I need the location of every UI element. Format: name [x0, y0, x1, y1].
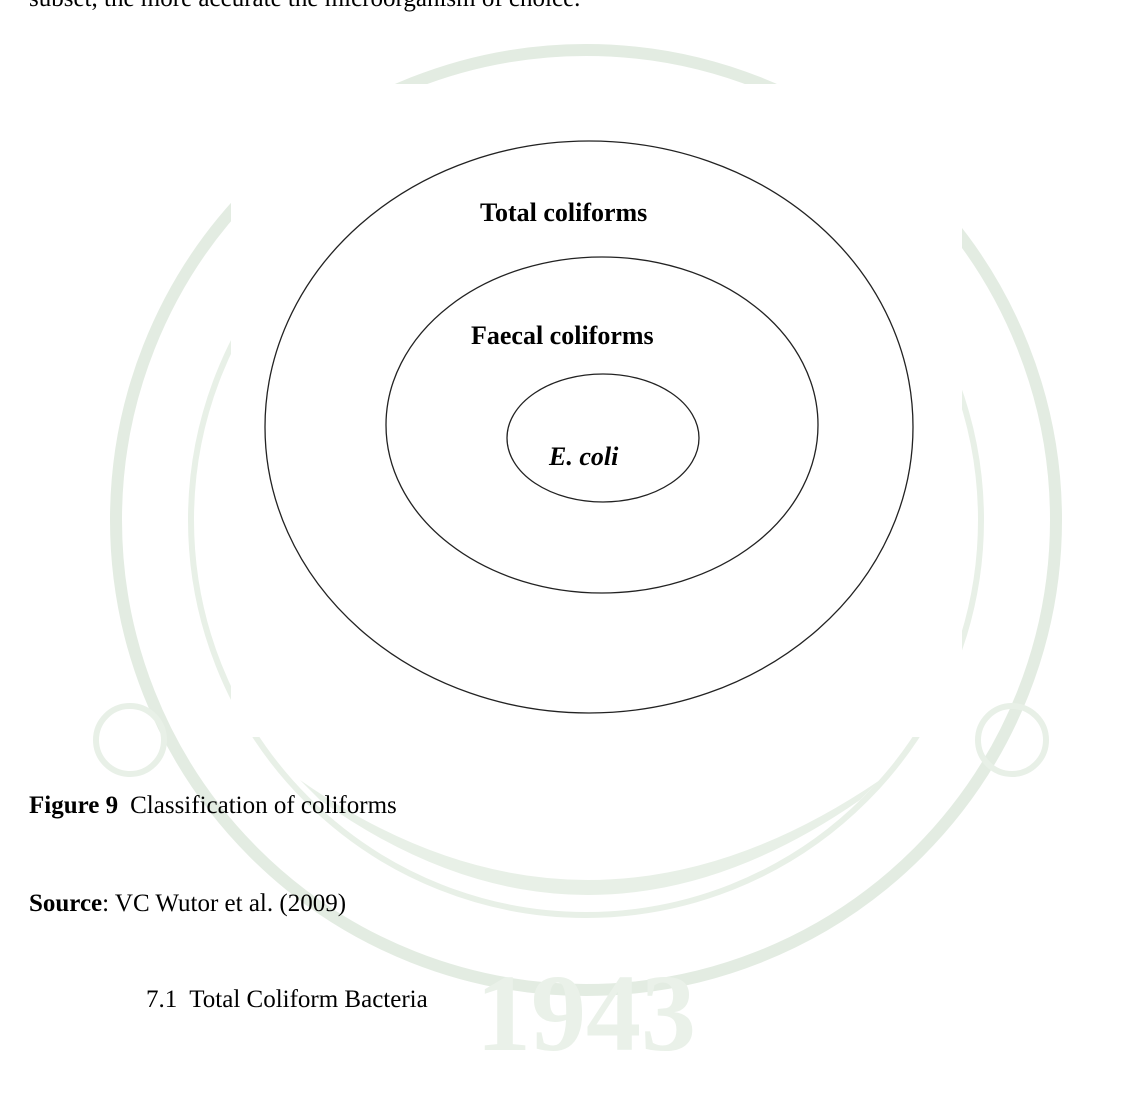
section-title: Total Coliform Bacteria — [189, 986, 428, 1013]
faecal-coliforms-label: Faecal coliforms — [471, 321, 654, 350]
source-text: : VC Wutor et al. (2009) — [102, 890, 347, 917]
faecal-coliforms-ellipse — [385, 256, 819, 594]
total-coliforms-ellipse — [264, 140, 914, 714]
figure-number: Figure 9 — [29, 792, 119, 819]
nested-ellipses — [264, 140, 914, 714]
figure-caption: Figure 9 Classification of coliforms — [29, 791, 397, 821]
figure-source: Source: VC Wutor et al. (2009) — [29, 889, 346, 919]
coliform-diagram: Total coliforms Faecal coliforms E. coli — [231, 84, 962, 737]
section-number: 7.1 — [146, 986, 178, 1013]
source-label: Source — [29, 890, 103, 917]
total-coliforms-label: Total coliforms — [480, 198, 648, 227]
e-coli-ellipse — [506, 373, 700, 503]
section-heading: 7.1 Total Coliform Bacteria — [146, 985, 428, 1015]
watermark-year: 1943 — [476, 952, 696, 1074]
e-coli-label: E. coli — [549, 442, 619, 471]
figure-caption-text: Classification of coliforms — [130, 792, 397, 819]
preceding-paragraph-fragment: subset, the more accurate the microorgan… — [29, 0, 580, 14]
